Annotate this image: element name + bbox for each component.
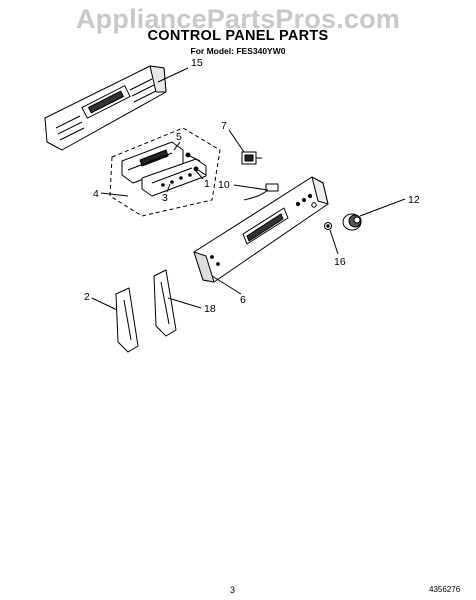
callout-15: 15 xyxy=(191,57,203,69)
watermark: AppliancePartsPros.com xyxy=(75,4,400,34)
leader-lines xyxy=(91,67,406,311)
part-side-trim-left xyxy=(115,287,139,353)
callout-7: 7 xyxy=(221,120,227,132)
document-number: 4356276 xyxy=(429,585,461,594)
part-knob xyxy=(342,213,362,231)
part-switch xyxy=(241,151,262,165)
callout-6: 6 xyxy=(240,294,246,306)
part-clip xyxy=(324,222,332,230)
callout-4: 4 xyxy=(93,188,99,200)
part-control-panel xyxy=(193,176,329,283)
callout-2: 2 xyxy=(84,291,90,303)
callout-12: 12 xyxy=(408,194,420,206)
part-rear-panel xyxy=(44,65,167,151)
callout-16: 16 xyxy=(334,256,346,268)
page-number: 3 xyxy=(230,585,236,595)
part-side-trim-right xyxy=(153,269,177,337)
callout-5: 5 xyxy=(176,131,182,143)
model-subtitle: For Model: FES340YW0 xyxy=(190,46,286,56)
callout-labels: 15 5 7 4 3 1 10 12 16 6 2 18 xyxy=(84,57,420,315)
callout-10: 10 xyxy=(218,179,230,191)
callout-18: 18 xyxy=(204,303,216,315)
part-wire-harness xyxy=(243,183,279,201)
callout-1: 1 xyxy=(204,178,210,190)
page-title: CONTROL PANEL PARTS xyxy=(147,28,329,44)
part-control-assembly-box xyxy=(109,127,221,217)
callout-3: 3 xyxy=(162,192,168,204)
